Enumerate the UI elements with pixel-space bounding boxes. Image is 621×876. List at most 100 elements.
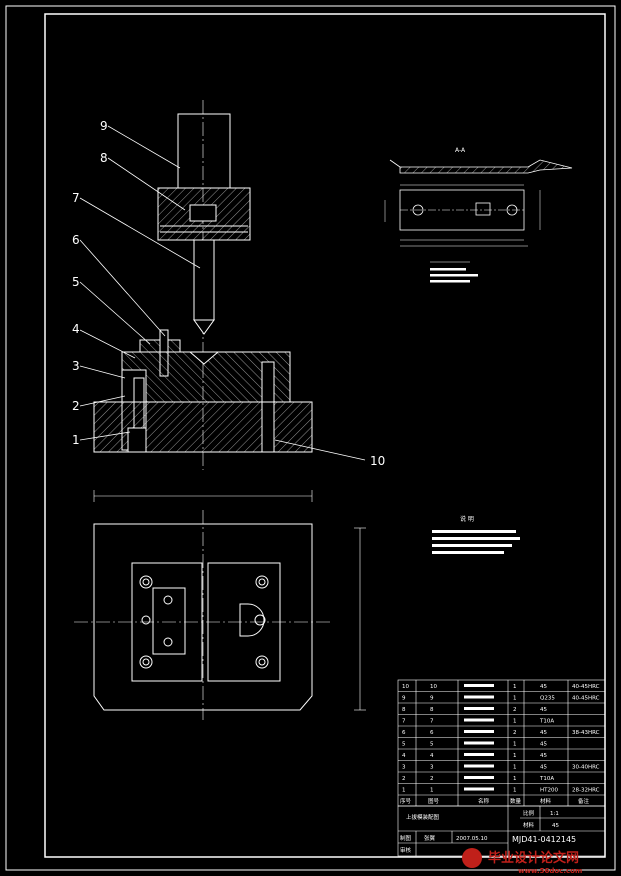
outer-border	[5, 5, 616, 871]
bom-header-name: 名称	[478, 797, 490, 805]
notes-title: 说 明	[460, 515, 474, 523]
technical-notes: 说 明	[432, 515, 520, 554]
designer-name: 张翼	[424, 834, 436, 842]
material-label: 材料	[523, 821, 535, 829]
callout-8: 8	[100, 151, 108, 165]
bom-cell-name	[464, 776, 494, 779]
bom-header-seq: 序号	[400, 797, 412, 805]
title-block-text: 上拔模装配图 比例 1:1 材料 45 制图 张翼 2007.05.10 审核 …	[400, 809, 576, 854]
scale-value: 1:1	[550, 811, 559, 817]
bom-cell-no: 8	[402, 707, 406, 713]
callout-4: 4	[72, 322, 80, 336]
bom-cell-no: 10	[402, 684, 409, 690]
bom-header-code: 图号	[428, 797, 440, 805]
callout-5: 5	[72, 275, 80, 289]
watermark-url: www.56doc.com	[518, 867, 582, 875]
bom-cell-name	[464, 684, 494, 687]
callout-10: 10	[370, 454, 385, 468]
bom-cell-qty: 1	[513, 765, 517, 771]
bom-cell-qty: 1	[513, 684, 517, 690]
bom-cell-mat: T10A	[539, 719, 554, 725]
title-block	[397, 805, 606, 857]
bom-cell-mat: 45	[540, 765, 547, 771]
drawing-code: MJD41-0412145	[512, 835, 576, 844]
callout-1: 1	[72, 433, 80, 447]
checker-label: 审核	[400, 846, 412, 854]
bom-cell-code: 4	[430, 753, 434, 759]
bom-cell-qty: 2	[513, 707, 517, 713]
material-value: 45	[552, 823, 559, 829]
callout-9: 9	[100, 119, 108, 133]
bom-cell-code: 1	[430, 788, 434, 794]
bom-cell-mat: HT200	[540, 788, 558, 794]
bom-cell-no: 9	[402, 696, 406, 702]
bom-cell-note: 28-32HRC	[572, 788, 600, 794]
bom-cell-name	[464, 707, 494, 710]
bom-cell-code: 9	[430, 696, 434, 702]
bom-cell-qty: 1	[513, 776, 517, 782]
bom-cell-name	[464, 695, 494, 699]
bom-cell-no: 5	[402, 742, 406, 748]
bom-cell-qty: 1	[513, 719, 517, 725]
bom-cell-code: 10	[430, 684, 437, 690]
bom-cell-mat: 45	[540, 730, 547, 736]
bom-header-mat: 材料	[540, 797, 552, 805]
bom-cell-name	[464, 741, 494, 745]
bom-cell-mat: 45	[540, 684, 547, 690]
bom-cell-no: 3	[402, 765, 406, 771]
part-notes	[430, 268, 478, 283]
bom-cell-mat: 45	[540, 753, 547, 759]
bom-cell-note: 30-40HRC	[572, 765, 600, 771]
watermark-text: 毕业设计论文网	[488, 850, 579, 866]
drawing-date: 2007.05.10	[456, 836, 488, 842]
drawing-name: 上拔模装配图	[406, 813, 440, 821]
watermark: 毕业设计论文网 www.56doc.com	[462, 848, 582, 875]
bom-cell-code: 6	[430, 730, 434, 736]
bom-table	[397, 679, 606, 807]
bom-cell-qty: 1	[513, 742, 517, 748]
bom-cell-mat: 45	[540, 707, 547, 713]
bom-cell-name	[464, 718, 494, 722]
bom-cell-code: 5	[430, 742, 434, 748]
scale-label: 比例	[523, 809, 535, 817]
callout-6: 6	[72, 233, 80, 247]
callout-labels: 1 2 3 4 5 6 7 8 9 10	[72, 119, 385, 468]
bom-cell-mat: 45	[540, 742, 547, 748]
top-plan-view	[74, 490, 366, 720]
bom-cell-code: 8	[430, 707, 434, 713]
bom-cell-name	[464, 764, 494, 768]
bom-cell-no: 2	[402, 776, 406, 782]
callout-7: 7	[72, 191, 80, 205]
callout-leaders	[79, 125, 366, 461]
bom-cell-code: 7	[430, 719, 434, 725]
part-detail-view: A-A	[384, 147, 573, 263]
bom-cell-qty: 1	[513, 753, 517, 759]
bom-header-qty: 数量	[510, 797, 522, 805]
bom-cell-no: 4	[402, 753, 406, 759]
bom-cell-name	[464, 787, 494, 791]
bom-cell-qty: 1	[513, 788, 517, 794]
front-section-view	[93, 100, 313, 470]
bom-cell-no: 1	[402, 788, 406, 794]
callout-2: 2	[72, 399, 80, 413]
bom-cell-qty: 1	[513, 696, 517, 702]
bom-header: 序号 图号 名称 数量 材料 备注	[400, 797, 590, 805]
bom-cell-no: 7	[402, 719, 406, 725]
bom-cell-name	[464, 730, 494, 733]
bom-cell-code: 3	[430, 765, 434, 771]
callout-3: 3	[72, 359, 80, 373]
bom-cell-mat: Q235	[540, 696, 555, 702]
designer-label: 制图	[400, 834, 412, 842]
bom-cell-qty: 2	[513, 730, 517, 736]
bom-cell-name	[464, 753, 494, 756]
bom-header-note: 备注	[578, 797, 590, 805]
bom-cell-note: 40-45HRC	[572, 684, 600, 690]
inner-border	[44, 13, 606, 858]
bom-cell-note: 40-45HRC	[572, 696, 600, 702]
bom-cell-mat: T10A	[539, 776, 554, 782]
bom-cell-code: 2	[430, 776, 434, 782]
section-title: A-A	[455, 147, 466, 154]
bom-cell-no: 6	[402, 730, 406, 736]
